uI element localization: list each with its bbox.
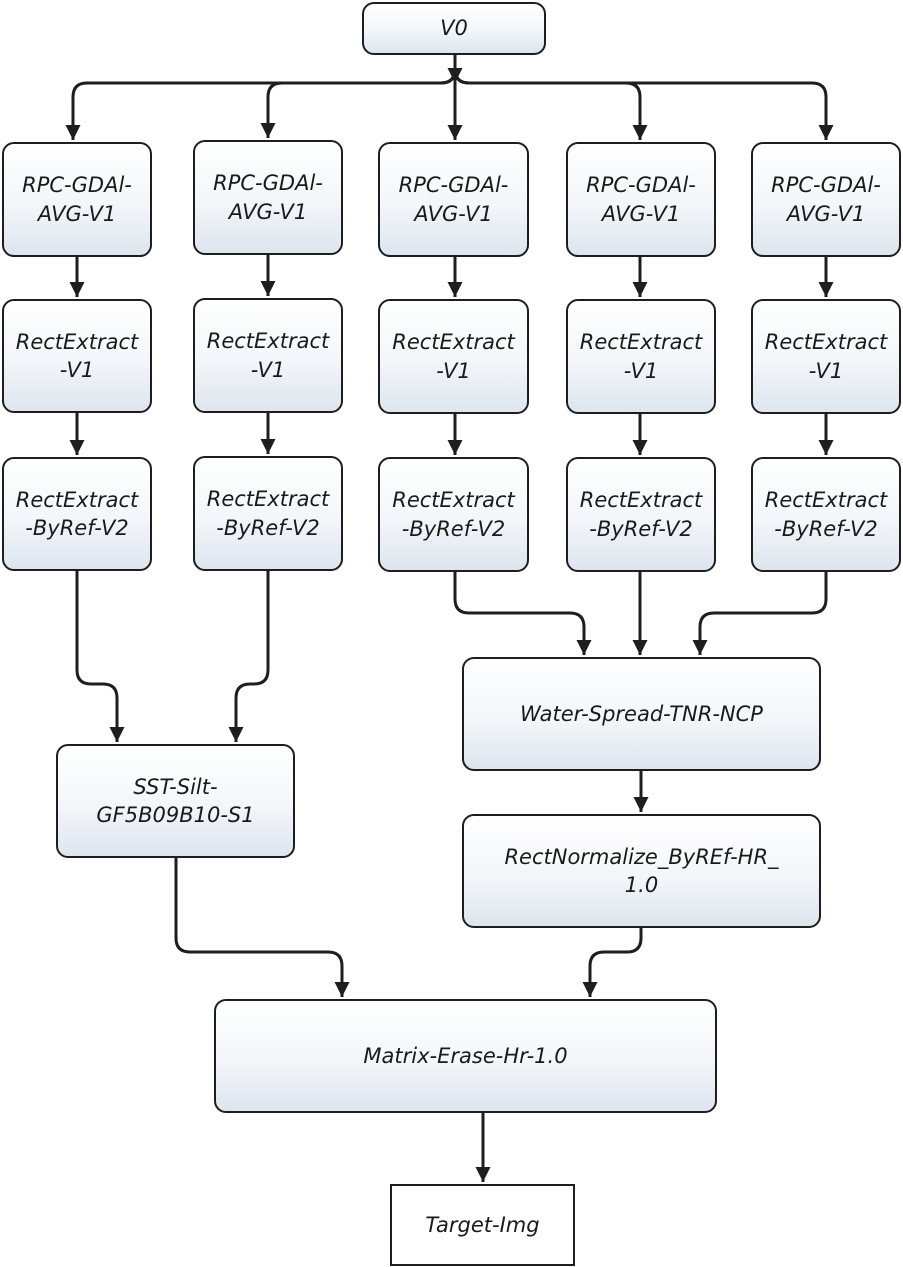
node-rpc-col4: RPC-GDAl- AVG-V1 xyxy=(566,142,716,257)
node-water-spread: Water-Spread-TNR-NCP xyxy=(462,657,821,771)
arrow-normalize-to-matrix xyxy=(582,928,643,997)
node-rectextract-byref-col4: RectExtract -ByRef-V2 xyxy=(566,457,716,572)
node-target-img: Target-Img xyxy=(390,1184,575,1266)
arrow-v0-to-col5 xyxy=(453,55,834,140)
node-rect-normalize: RectNormalize_ByREf-HR_ 1.0 xyxy=(462,814,821,928)
arrow-col2-to-sst xyxy=(228,571,270,742)
arrow-col5-to-water xyxy=(692,572,828,655)
node-rpc-col1: RPC-GDAl- AVG-V1 xyxy=(2,142,152,257)
arrow-sst-to-matrix xyxy=(174,858,350,997)
node-rpc-col2: RPC-GDAl- AVG-V1 xyxy=(193,140,343,255)
node-v0: V0 xyxy=(362,2,546,55)
node-rectextract-col2: RectExtract -V1 xyxy=(193,298,343,413)
arrow-col3-to-water xyxy=(453,572,592,655)
node-sst-silt: SST-Silt- GF5B09B10-S1 xyxy=(56,744,295,858)
node-rectextract-byref-col3: RectExtract -ByRef-V2 xyxy=(378,457,529,572)
node-rectextract-col4: RectExtract -V1 xyxy=(566,299,716,414)
node-rectextract-byref-col1: RectExtract -ByRef-V2 xyxy=(2,457,152,571)
arrow-v0-to-col1 xyxy=(65,55,457,140)
node-rectextract-col5: RectExtract -V1 xyxy=(751,299,901,414)
node-rectextract-col1: RectExtract -V1 xyxy=(2,299,152,413)
node-rectextract-byref-col2: RectExtract -ByRef-V2 xyxy=(193,456,343,571)
node-rpc-col5: RPC-GDAl- AVG-V1 xyxy=(751,142,901,257)
arrow-v0-to-col4 xyxy=(453,55,648,140)
arrow-col1-to-sst xyxy=(75,571,125,742)
node-rectextract-byref-col5: RectExtract -ByRef-V2 xyxy=(751,457,901,572)
node-rpc-col3: RPC-GDAl- AVG-V1 xyxy=(378,142,529,257)
node-rectextract-col3: RectExtract -V1 xyxy=(378,299,529,414)
arrow-v0-to-col2 xyxy=(260,55,457,138)
node-matrix-erase: Matrix-Erase-Hr-1.0 xyxy=(214,999,717,1113)
